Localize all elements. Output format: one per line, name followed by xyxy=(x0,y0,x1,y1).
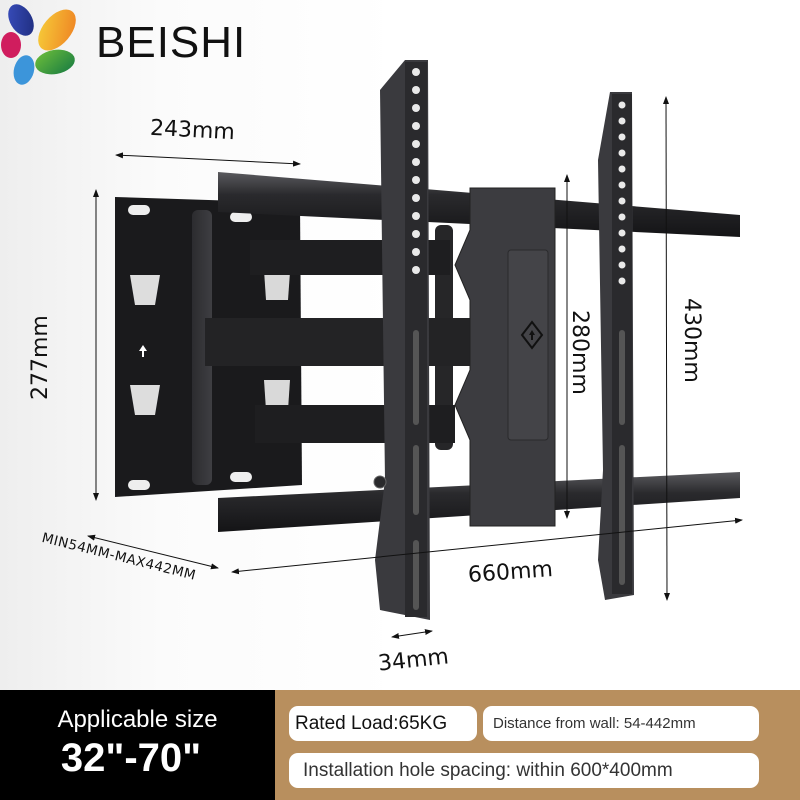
dimension-arrow-243 xyxy=(115,152,301,167)
butterfly-logo-icon xyxy=(1,4,76,85)
dimension-arrow-430 xyxy=(663,96,670,601)
applicable-size-panel: Applicable size 32"-70" xyxy=(0,690,275,800)
wall-distance-badge: Distance from wall: 54-442mm xyxy=(483,706,759,741)
product-image-stage: BEISHI xyxy=(0,0,800,690)
spec-band: Applicable size 32"-70" Rated Load:65KG … xyxy=(0,690,800,800)
brand-logo: BEISHI xyxy=(0,0,300,90)
rated-load-badge: Rated Load:65KG xyxy=(289,706,477,741)
dimension-arrow-wall-distance xyxy=(87,534,219,570)
dimension-arrow-34 xyxy=(391,629,433,639)
dimension-label-plate-width: 243mm xyxy=(149,115,236,146)
applicable-size-value: 32"-70" xyxy=(60,736,202,780)
tv-mount-illustration xyxy=(87,60,743,639)
dimension-arrow-660 xyxy=(231,517,743,575)
dimension-label-inner-height: 280mm xyxy=(567,310,592,395)
applicable-size-label: Applicable size xyxy=(57,706,218,733)
dimension-label-outer-height: 430mm xyxy=(679,298,704,383)
spec-panel: Rated Load:65KG Distance from wall: 54-4… xyxy=(275,690,800,800)
dimension-label-plate-height: 277mm xyxy=(28,315,53,400)
hole-spacing-badge: Installation hole spacing: within 600*40… xyxy=(289,753,759,788)
brand-name: BEISHI xyxy=(96,18,247,67)
